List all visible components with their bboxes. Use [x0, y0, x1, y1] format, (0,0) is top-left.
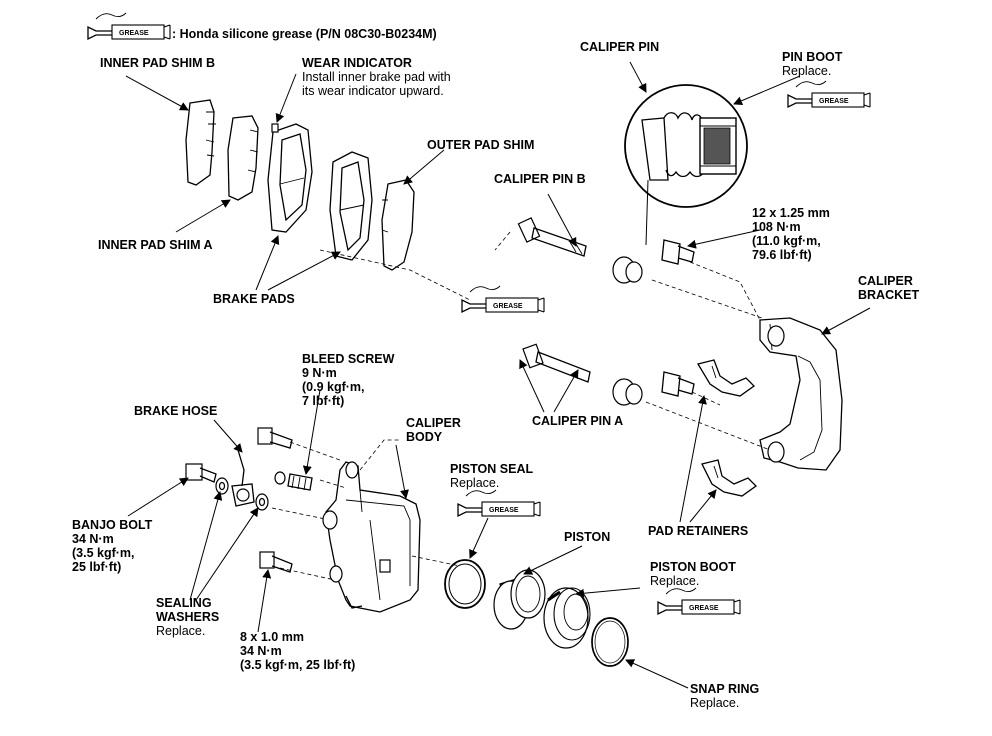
pin-boot-lower-part — [612, 378, 643, 406]
outer-brake-pad-part — [329, 151, 373, 261]
label-piston-boot: PISTON BOOT Replace. — [650, 560, 736, 588]
label-piston-seal: PISTON SEAL Replace. — [450, 462, 534, 490]
banjo-bolt-part — [185, 463, 217, 483]
piston-boot-part — [543, 587, 591, 649]
label-sealing-washers: SEALING WASHERS Replace. — [156, 596, 220, 638]
legend-grease-tube-text: GREASE — [119, 30, 149, 37]
inner-pad-shim-b-part — [185, 99, 216, 186]
svg-text:GREASE: GREASE — [493, 303, 523, 310]
label-caliper-pin: CALIPER PIN — [580, 40, 660, 54]
legend-grease-tube-icon: GREASE — [87, 12, 171, 40]
pin-boot-upper-part — [612, 256, 643, 284]
label-wear-indicator: WEAR INDICATOR Install inner brake pad w… — [302, 56, 451, 98]
piston-part — [493, 569, 546, 630]
legend-text: : Honda silicone grease (P/N 08C30-B0234… — [172, 27, 437, 41]
label-inner-pad-shim-a: INNER PAD SHIM A — [98, 238, 213, 252]
svg-text:GREASE: GREASE — [689, 605, 719, 612]
label-brake-pads: BRAKE PADS — [213, 292, 295, 306]
pad-retainer-lower-part — [701, 459, 758, 497]
snap-ring-part — [591, 617, 629, 667]
bleed-screw-part — [274, 471, 313, 491]
pin-boot-grease-tube-icon: GREASE — [787, 80, 871, 108]
svg-text:GREASE: GREASE — [489, 507, 519, 514]
pad-retainer-upper-part — [696, 359, 756, 397]
brake-hose-part — [231, 449, 255, 507]
bracket-bolt-lower-part — [661, 371, 695, 397]
label-pad-retainers: PAD RETAINERS — [648, 524, 749, 538]
label-caliper-bracket: CALIPER BRACKET — [858, 274, 920, 302]
piston-boot-grease-tube-icon: GREASE — [657, 587, 741, 615]
label-inner-pad-shim-b: INNER PAD SHIM B — [100, 56, 216, 70]
label-outer-pad-shim: OUTER PAD SHIM — [427, 138, 535, 152]
caliper-bracket-part — [759, 317, 843, 471]
inner-brake-pad-part — [267, 123, 313, 233]
piston-seal-grease-tube-icon: GREASE — [457, 489, 541, 517]
label-caliper-bolt-torque: 8 x 1.0 mm 34 N·m (3.5 kgf·m, 25 lbf·ft) — [240, 630, 356, 672]
caliper-bolt-upper-part — [257, 427, 293, 449]
caliper-bolt-lower-part — [259, 551, 293, 573]
inner-pad-shim-a-part — [227, 115, 259, 201]
label-pin-boot: PIN BOOT Replace. — [782, 50, 843, 78]
svg-text:GREASE: GREASE — [819, 98, 849, 105]
label-bleed-screw: BLEED SCREW 9 N·m (0.9 kgf·m, 7 lbf·ft) — [302, 352, 395, 408]
label-brake-hose: BRAKE HOSE — [134, 404, 218, 418]
sealing-washer-1-part — [215, 477, 229, 495]
label-snap-ring: SNAP RING Replace. — [690, 682, 760, 710]
caliper-pin-a-part — [522, 343, 591, 383]
caliper-body-part — [322, 461, 421, 613]
pin-boot-detail-circle — [624, 84, 748, 246]
bracket-bolt-upper-part — [661, 239, 695, 265]
label-caliper-pin-b: CALIPER PIN B — [494, 172, 586, 186]
label-piston: PISTON — [564, 530, 611, 544]
label-caliper-pin-a: CALIPER PIN A — [532, 414, 624, 428]
caliper-pin-grease-tube-icon: GREASE — [461, 285, 545, 313]
sealing-washer-2-part — [255, 493, 269, 511]
label-caliper-body: CALIPER BODY — [406, 416, 461, 444]
outer-pad-shim-part — [381, 179, 415, 271]
label-bracket-bolt-torque: 12 x 1.25 mm 108 N·m (11.0 kgf·m, 79.6 l… — [752, 206, 830, 262]
leader-lines — [125, 61, 871, 689]
piston-seal-part — [444, 559, 486, 609]
label-banjo-bolt: BANJO BOLT 34 N·m (3.5 kgf·m, 25 lbf·ft) — [72, 518, 153, 574]
caliper-pin-b-part — [517, 217, 587, 257]
